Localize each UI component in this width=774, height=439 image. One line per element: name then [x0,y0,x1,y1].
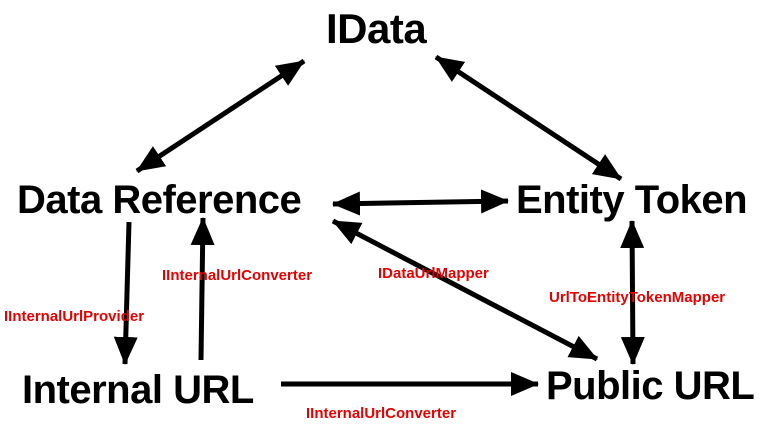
edge-data-reference-public-url [331,218,599,362]
edge-label-internal-url-provider: IInternalUrlProvider [4,308,145,325]
edge-data-reference-entity-token [332,189,509,216]
edge-entity-token-public-url [620,220,645,365]
edge-label-internal-url-converter-lower: IInternalUrlConverter [306,405,457,422]
node-data-reference: Data Reference [17,178,302,222]
edge-label-internal-url-converter-upper: IInternalUrlConverter [162,267,313,284]
node-public-url: Public URL [546,364,755,408]
edge-label-url-to-entity-token-mapper: UrlToEntityTokenMapper [549,289,726,306]
node-entity-token: Entity Token [516,178,748,222]
edge-label-data-url-mapper: IDataUrlMapper [378,265,489,282]
edge-internal-url-data-reference [190,217,215,361]
edge-idata-entity-token [434,54,623,182]
edge-idata-data-reference [135,58,306,174]
edge-data-reference-internal-url [113,221,138,365]
node-internal-url: Internal URL [22,368,254,412]
node-idata: IData [326,5,427,52]
